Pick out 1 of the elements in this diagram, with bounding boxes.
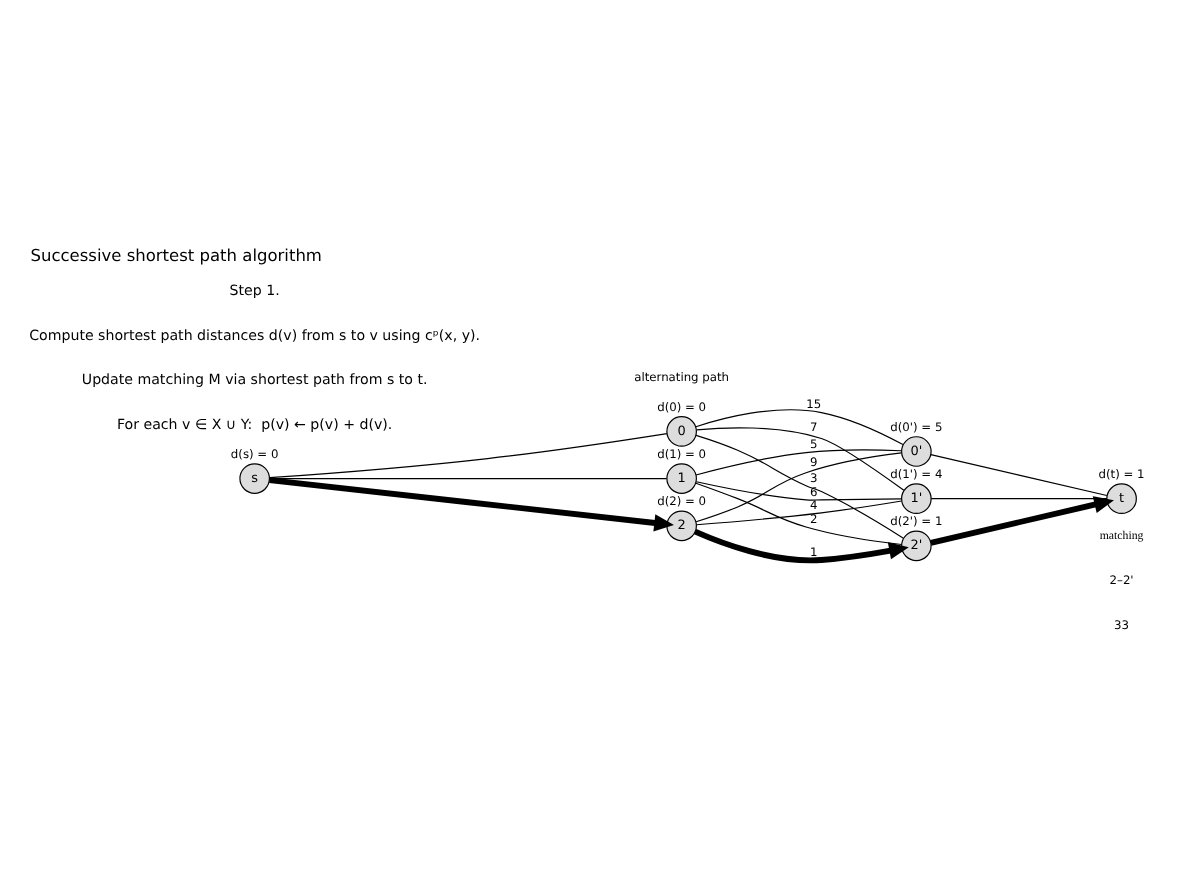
diagram-title: Successive shortest path algorithm [30, 243, 322, 264]
